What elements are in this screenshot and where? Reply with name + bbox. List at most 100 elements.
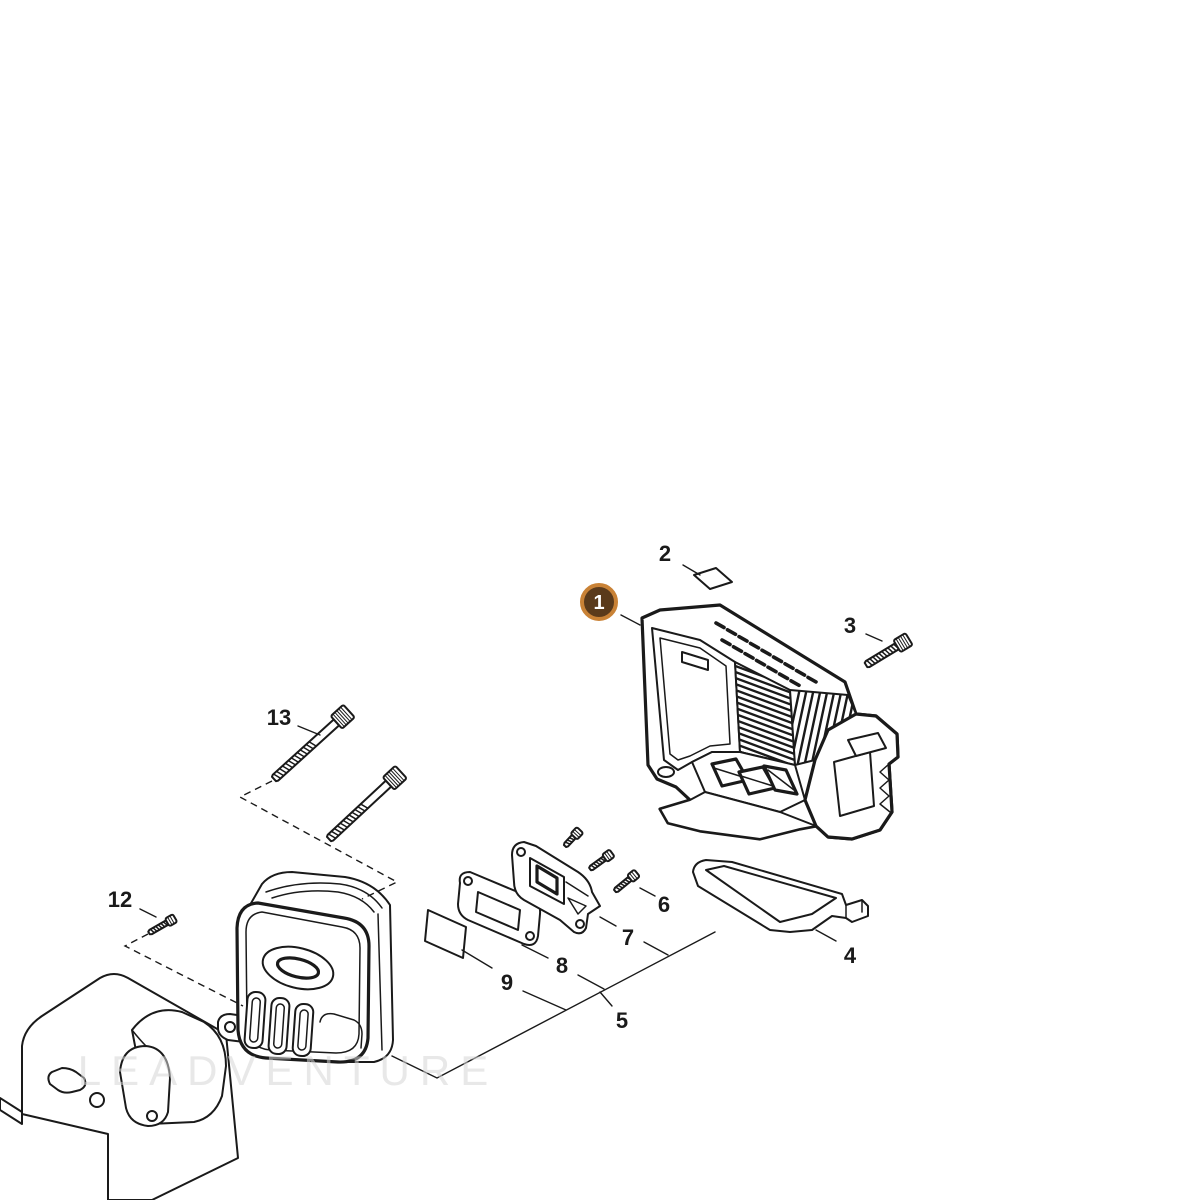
flange-7-port-inner [535,864,559,896]
muffler-face-inner-rim [245,911,361,1054]
muffler-slot-left [243,990,267,1050]
leader-line-1 [620,614,641,626]
screw-6-a-threads [564,836,575,845]
heat-shield-cover-face [119,1045,171,1127]
dashed-line-13 [238,780,399,900]
screw-6-c-knurl [629,871,638,881]
gasket-8-port [475,891,521,931]
dashed-assembly-lines [123,780,399,1007]
callout-label-13[interactable]: 13 [267,705,291,730]
bracket-branch-8 [577,974,605,990]
shroud-1-side-box-top-window [847,732,887,757]
screw-3 [863,632,913,669]
shroud-1 [640,603,900,841]
gasket-8-hole-bottom [525,931,535,941]
flange-7 [511,841,601,935]
screw-3-knurl [895,635,910,651]
floor-cell-slat [767,769,795,791]
screw-6-a-head [570,826,584,840]
leader-line-8 [521,944,549,959]
flange-7-ribs [565,881,589,915]
screw-6-a-knurl [572,829,581,838]
shroud-1-lid-vents [714,621,818,688]
callout-label-5[interactable]: 5 [616,1008,628,1033]
flange-7-hole-top [516,847,526,857]
shroud-1-inner-rim [659,637,731,761]
screw-13-upper-knurl [333,707,352,727]
screw-6-c-threads [614,876,633,891]
filter-plate-4 [692,859,869,933]
screw-6-b-shaft [588,855,608,872]
filter-plate-4-lip [845,899,863,919]
flange-7-hole-bottom [575,919,585,929]
leader-lines [139,564,883,1079]
heat-shield [0,973,239,1200]
floor-cell-slat [740,775,774,787]
shroud-1-bottom-flap [659,791,817,840]
muffler-slot-middle [267,996,291,1056]
callout-label-7[interactable]: 7 [622,925,634,950]
shroud-1-lid-tab [681,651,709,671]
callout-label-4[interactable]: 4 [844,943,857,968]
screw-3-threads [866,643,900,667]
gasket-9 [424,909,467,959]
heat-shield-cover-edge [131,1029,147,1047]
heat-shield-flange [0,1097,23,1125]
callout-label-1[interactable]: 1 [593,592,604,614]
leader-line-3 [865,633,883,642]
callout-label-9[interactable]: 9 [501,970,513,995]
screw-13-lower [325,765,407,843]
callout-label-12[interactable]: 12 [108,887,132,912]
muffler-exhaust-port [275,956,321,980]
bracket-branch-7 [643,941,669,956]
muffler-lower-pad [319,1012,363,1049]
callouts: 1 2 3 4 5 6 7 8 9 12 13 [108,541,857,1033]
muffler-top-rim [265,882,383,909]
leader-line-2 [682,564,701,576]
leader-line-4 [815,929,837,942]
screw-6-b-knurl [604,851,612,860]
screws [147,632,913,936]
leader-line-5 [599,991,613,1007]
screw-13-lower-threads [327,803,369,839]
screw-6-c-head [626,869,641,883]
watermark: LEADVENTURE [78,1047,498,1094]
callout-1[interactable]: 1 [580,583,618,621]
shroud-1-side-box-notches [879,763,891,813]
shroud-1-mount-boss [657,766,675,778]
leader-line-7 [599,916,617,927]
heat-shield-slot-hole [47,1067,87,1094]
muffler-top-rim-inner [271,890,375,913]
leader-line-13 [297,725,321,736]
screw-12 [147,913,178,936]
callout-1-badge[interactable] [580,583,618,621]
filter-plate-4-inner [705,865,837,923]
leader-line-9 [461,949,493,969]
shroud-1-side-box-window [833,751,875,817]
sticker-2 [693,567,733,590]
callout-label-2[interactable]: 2 [659,541,671,566]
muffler-side-rim [377,913,383,1051]
dashed-line-12 [123,933,244,1007]
muffler-slot-left-inner [248,997,262,1043]
heat-shield-round-hole [89,1092,105,1108]
callout-label-8[interactable]: 8 [556,953,568,978]
screw-6-b-head [601,849,615,863]
screw-6-a [562,826,584,849]
muffler-bracket-hole [224,1021,236,1033]
bracket-line-5 [391,931,716,1079]
gasket-8-hole-top [463,876,473,886]
screw-13-upper-threads [272,741,317,780]
muffler-slot-right-inner [297,1009,309,1051]
screw-6-b [588,849,615,872]
bracket-branch-9 [522,990,567,1011]
callout-label-6[interactable]: 6 [658,892,670,917]
leader-line-6 [639,887,656,897]
screw-13-upper [270,704,355,783]
screw-6-c [613,869,641,894]
callout-label-3[interactable]: 3 [844,613,856,638]
gasket-8 [457,871,542,946]
heat-shield-screw-hole [146,1110,158,1122]
screw-13-lower-knurl [385,768,404,788]
